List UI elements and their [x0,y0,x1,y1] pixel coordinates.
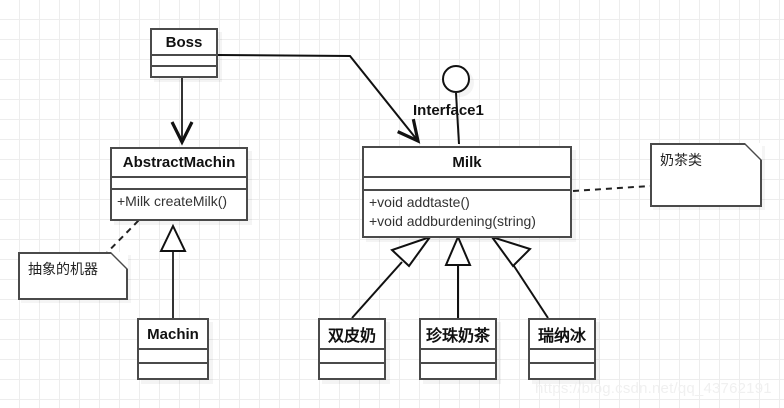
class-attributes-machin [139,350,207,364]
connector-boss-to-milk [217,54,421,144]
generalization-triangle-zhenzhunaicha [444,234,472,266]
class-operations-machin [139,364,207,378]
class-box-machin[interactable]: Machin [137,318,209,380]
operation-addtaste: +void addtaste() [369,194,470,210]
connector-note-milk-tea [572,185,651,192]
class-attributes-boss [152,56,216,67]
operation-addburdening: +void addburdening(string) [369,213,536,229]
class-attributes-shuangpinai [320,350,384,364]
operation-create-milk: +Milk createMilk() [117,193,228,209]
connector-ruinabing-to-milk [511,262,549,319]
generalization-triangle-machin [159,223,187,252]
class-box-boss[interactable]: Boss [150,28,218,78]
connector-shuangpinai-to-milk [351,261,403,319]
interface-lollipop-icon [442,65,470,93]
class-name-ruinabing: 瑞纳冰 [530,320,594,350]
interface-label: Interface1 [413,102,484,119]
note-fold-corner-icon [111,252,128,269]
class-attributes-zhenzhunaicha [421,350,495,364]
generalization-triangle-shuangpinai [390,235,433,268]
class-box-milk[interactable]: Milk +void addtaste() +void addburdening… [362,146,572,238]
class-box-ruinabing[interactable]: 瑞纳冰 [528,318,596,380]
class-operations-ruinabing [530,364,594,378]
class-attributes-ruinabing [530,350,594,364]
class-name-zhenzhunaicha: 珍珠奶茶 [421,320,495,350]
class-box-zhenzhunaicha[interactable]: 珍珠奶茶 [419,318,497,380]
note-text-abstract-machine: 抽象的机器 [28,262,98,278]
generalization-triangle-ruinabing [489,235,532,268]
class-operations-milk: +void addtaste() +void addburdening(stri… [364,191,570,233]
class-name-abstract-machin: AbstractMachin [112,149,246,178]
class-box-abstract-machin[interactable]: AbstractMachin +Milk createMilk() [110,147,248,221]
class-operations-boss [152,67,216,76]
class-operations-abstract-machin: +Milk createMilk() [112,190,246,213]
class-attributes-abstract-machin [112,178,246,190]
note-abstract-machine[interactable]: 抽象的机器 [18,252,128,300]
watermark: https://blog.csdn.net/qq_43762191 [535,380,772,397]
class-name-machin: Machin [139,320,207,350]
class-attributes-milk [364,178,570,191]
note-fold-corner-icon [745,143,762,160]
class-name-shuangpinai: 双皮奶 [320,320,384,350]
class-name-milk: Milk [364,148,570,178]
note-text-milk-tea: 奶茶类 [660,153,702,169]
note-milk-tea[interactable]: 奶茶类 [650,143,762,207]
class-operations-zhenzhunaicha [421,364,495,378]
class-box-shuangpinai[interactable]: 双皮奶 [318,318,386,380]
class-name-boss: Boss [152,30,216,56]
class-operations-shuangpinai [320,364,384,378]
